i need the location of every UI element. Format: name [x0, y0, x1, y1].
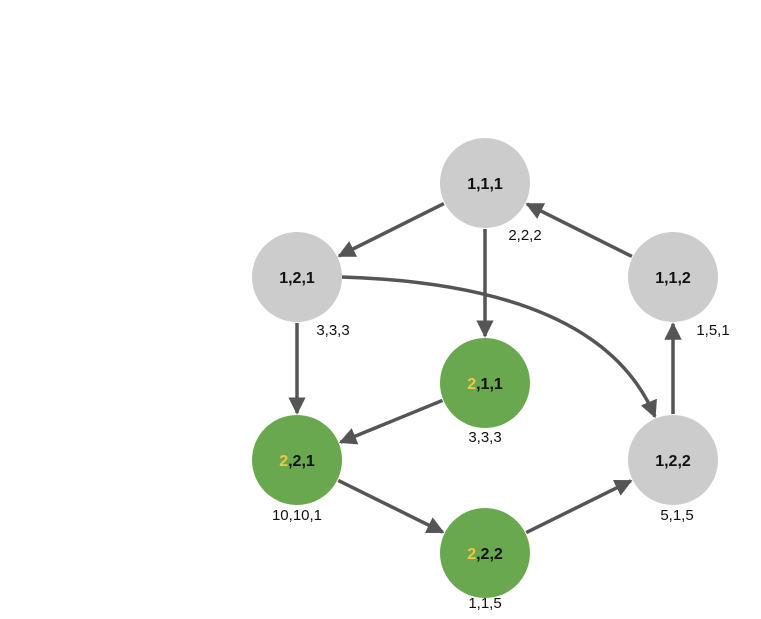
edge-n111-to-n121 [337, 202, 445, 258]
node-n111: 1,1,1 2,2,2 [440, 138, 542, 244]
node-n121-label-text: 1,2,1 [279, 270, 315, 287]
node-n221-label: 2,2,1 [279, 453, 315, 470]
node-n122: 1,2,2 5,1,5 [628, 415, 718, 524]
node-n211-label: 2,1,1 [467, 376, 503, 393]
node-n111-label-text: 1,1,1 [467, 176, 503, 193]
edge-n121-to-n122 [341, 275, 657, 419]
node-n222-circle [440, 508, 530, 598]
edges-layer [288, 202, 682, 535]
node-n221: 2,2,1 10,10,1 [252, 415, 342, 524]
edge-n211-to-n221 [338, 398, 444, 445]
node-n221-value: 10,10,1 [272, 507, 322, 524]
node-n122-label-text: 1,2,2 [655, 453, 691, 470]
node-n111-circle [440, 138, 530, 228]
node-n121: 1,2,1 3,3,3 [252, 232, 350, 339]
node-n112-value: 1,5,1 [696, 322, 729, 339]
node-n222-value: 1,1,5 [468, 595, 501, 612]
node-n112-label: 1,1,2 [655, 270, 691, 287]
node-n211-value: 3,3,3 [468, 429, 501, 446]
node-n221-label-text: ,2,1 [288, 453, 315, 470]
node-n111-value: 2,2,2 [508, 227, 541, 244]
node-n211: 2,1,1 3,3,3 [440, 338, 530, 446]
node-n121-circle [252, 232, 342, 322]
node-n122-value: 5,1,5 [660, 507, 693, 524]
node-n221-circle [252, 415, 342, 505]
node-n122-circle [628, 415, 718, 505]
nodes-layer: 1,1,12,2,21,2,13,3,31,1,21,5,12,1,13,3,3… [252, 138, 730, 612]
node-n122-label: 1,2,2 [655, 453, 691, 470]
node-n211-circle [440, 338, 530, 428]
node-n222-highlight-digit: 2 [467, 546, 476, 563]
edge-n112-to-n111 [525, 202, 633, 258]
edge-n221-to-n222 [337, 478, 445, 534]
edge-n222-to-n122 [525, 479, 633, 535]
node-n222: 2,2,2 1,1,5 [440, 508, 530, 612]
node-n112-label-text: 1,1,2 [655, 270, 691, 287]
node-n221-highlight-digit: 2 [279, 453, 288, 470]
node-n222-label: 2,2,2 [467, 546, 503, 563]
node-n112-circle [628, 232, 718, 322]
node-n211-highlight-digit: 2 [467, 376, 476, 393]
node-n111-label: 1,1,1 [467, 176, 503, 193]
node-n222-label-text: ,2,2 [476, 546, 503, 563]
node-n211-label-text: ,1,1 [476, 376, 503, 393]
node-n121-label: 1,2,1 [279, 270, 315, 287]
node-n121-value: 3,3,3 [316, 322, 349, 339]
node-n112: 1,1,2 1,5,1 [628, 232, 730, 339]
